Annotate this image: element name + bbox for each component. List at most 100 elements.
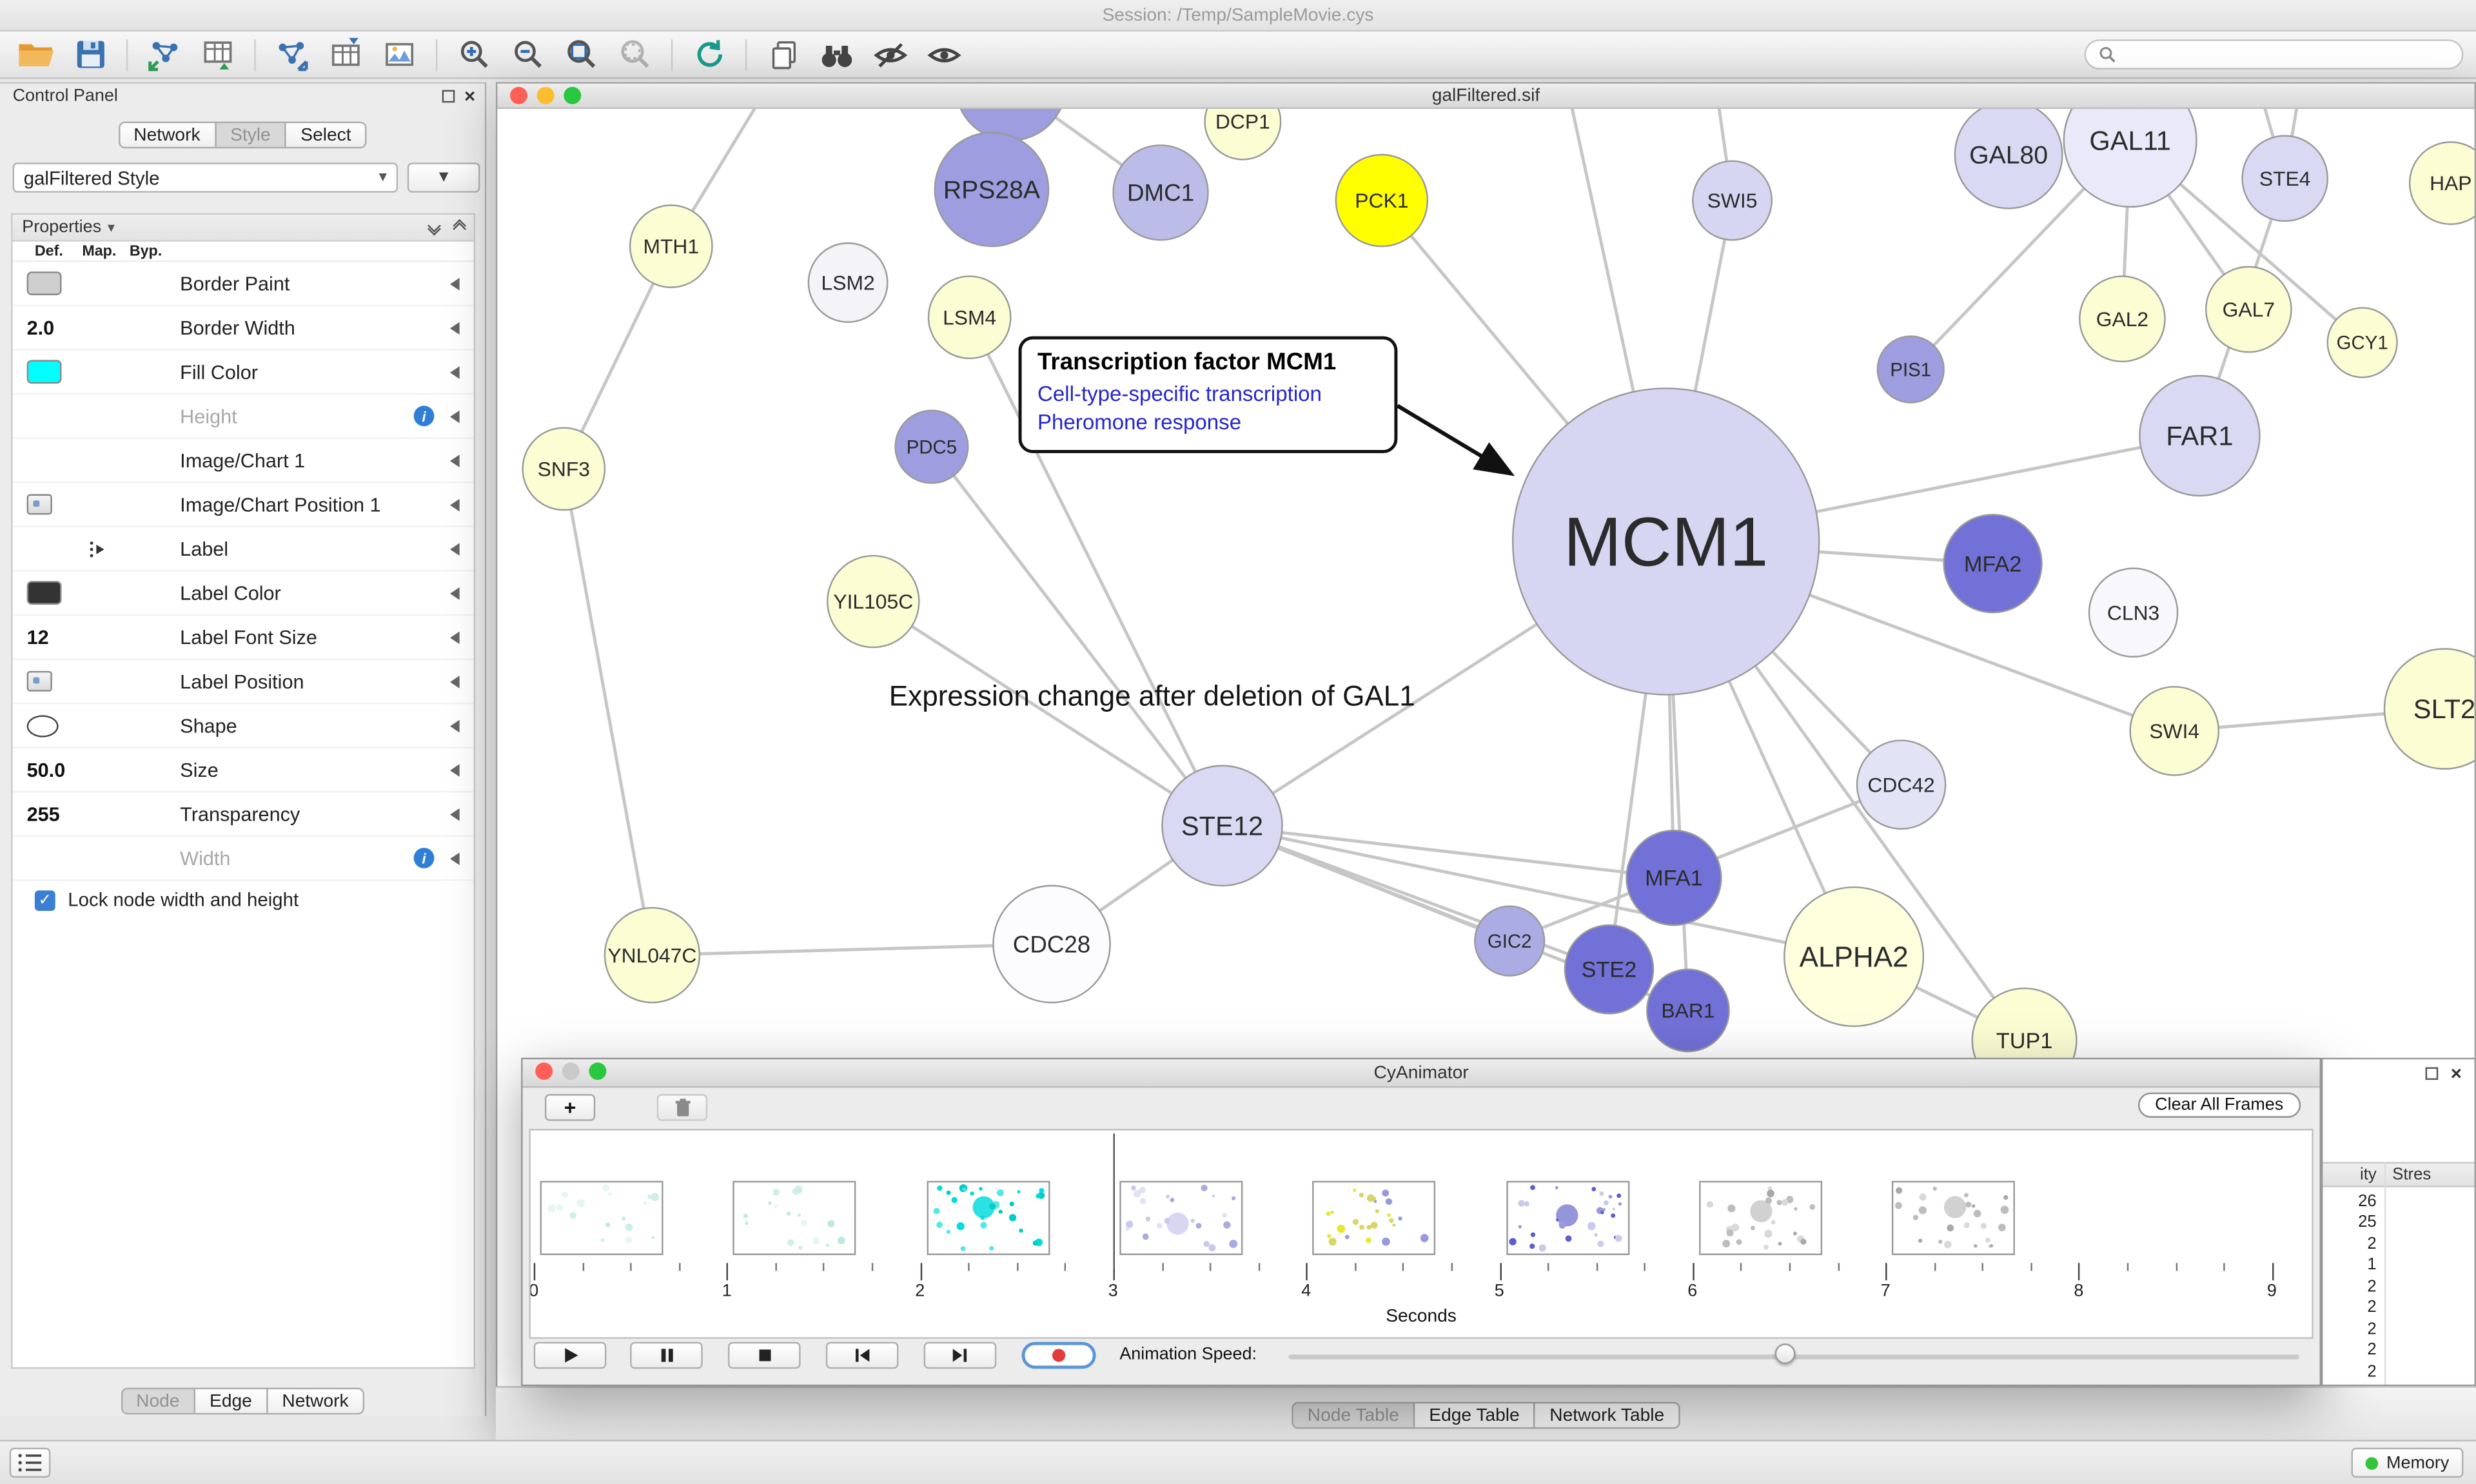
expand-chevron-border-paint[interactable] <box>449 277 460 290</box>
network-node-YNL047C[interactable]: YNL047C <box>604 906 701 1004</box>
expand-chevron-shape[interactable] <box>449 719 460 732</box>
save-session-button[interactable] <box>66 34 113 75</box>
default-swatch-border-paint[interactable] <box>26 271 62 295</box>
side-table-row[interactable]: 2 <box>2323 1361 2474 1382</box>
info-icon-width[interactable]: i <box>413 848 435 868</box>
open-session-button[interactable] <box>13 34 60 75</box>
network-node-GAL80[interactable]: GAL80 <box>1954 108 2063 210</box>
pause-button[interactable] <box>630 1342 703 1369</box>
network-node-RPS28A[interactable]: RPS28A <box>934 132 1050 248</box>
frame-2-thumbnail[interactable] <box>733 1180 857 1255</box>
table-tab-network-table[interactable]: Network Table <box>1533 1401 1680 1429</box>
property-row-image-chart-1[interactable]: Image/Chart 1 <box>12 439 474 483</box>
network-node-LSM2[interactable]: LSM2 <box>807 242 889 323</box>
expand-chevron-border-width[interactable] <box>449 321 460 334</box>
default-swatch-fill-color[interactable] <box>26 360 62 384</box>
zoom-in-button[interactable] <box>450 34 497 75</box>
zoom-selected-button[interactable] <box>611 34 658 75</box>
timeline-playhead[interactable] <box>1113 1133 1115 1269</box>
network-node-PDC5[interactable]: PDC5 <box>894 409 969 484</box>
expand-chevron-label-font-size[interactable] <box>449 630 460 643</box>
expand-all-icon[interactable] <box>453 219 467 236</box>
network-node-DCP1[interactable]: DCP1 <box>1204 108 1282 161</box>
zoom-fit-button[interactable] <box>557 34 604 75</box>
annotation-link-2[interactable]: Pheromone response <box>1037 410 1242 434</box>
side-table-row[interactable]: 2 <box>2323 1276 2474 1297</box>
side-table-row[interactable]: 25 <box>2323 1212 2474 1233</box>
side-table-row[interactable]: 2 <box>2323 1233 2474 1255</box>
export-image-button[interactable] <box>376 34 423 75</box>
style-options-button[interactable]: ▼ <box>407 162 480 193</box>
frame-1-thumbnail[interactable] <box>540 1180 663 1255</box>
expand-chevron-label-color[interactable] <box>449 586 460 600</box>
frame-5-thumbnail[interactable] <box>1312 1180 1436 1255</box>
network-node-GCY1[interactable]: GCY1 <box>2326 307 2398 378</box>
add-frame-button[interactable]: + <box>544 1094 596 1121</box>
side-table-row[interactable]: 1 <box>2323 1255 2474 1276</box>
mapping-icon-label[interactable] <box>89 543 104 554</box>
frame-3-thumbnail[interactable] <box>926 1180 1050 1255</box>
info-icon-height[interactable]: i <box>413 405 435 427</box>
network-node-PIS1[interactable]: PIS1 <box>1876 335 1945 404</box>
network-node-LSM4[interactable]: LSM4 <box>927 275 1012 360</box>
close-panel-icon[interactable]: × <box>2450 1062 2462 1085</box>
property-row-border-paint[interactable]: Border Paint <box>12 262 474 307</box>
side-table-row[interactable]: 2 <box>2323 1297 2474 1318</box>
frame-4-thumbnail[interactable] <box>1119 1180 1243 1255</box>
property-row-fill-color[interactable]: Fill Color <box>12 351 474 395</box>
network-node-MFA2[interactable]: MFA2 <box>1943 514 2043 614</box>
cp-tab-style[interactable]: Style <box>214 121 287 149</box>
cyanimator-titlebar[interactable]: CyAnimator <box>522 1059 2320 1088</box>
properties-header[interactable]: Properties ▾ <box>12 215 474 242</box>
table-tab-edge-table[interactable]: Edge Table <box>1413 1401 1536 1429</box>
speed-slider-thumb[interactable] <box>1774 1343 1796 1364</box>
float-window-icon[interactable] <box>2425 1067 2439 1080</box>
default-position-icon-image-chart-position-1[interactable] <box>26 494 52 515</box>
hide-selected-button[interactable] <box>867 34 914 75</box>
network-node-SWI4[interactable]: SWI4 <box>2129 686 2220 776</box>
network-node-PCK1[interactable]: PCK1 <box>1335 153 1429 248</box>
expand-chevron-fill-color[interactable] <box>449 365 460 378</box>
expand-chevron-image-chart-position-1[interactable] <box>449 498 460 511</box>
network-node-GAL11[interactable]: GAL11 <box>2063 108 2197 208</box>
float-window-icon[interactable] <box>442 90 455 103</box>
clear-all-frames-button[interactable]: Clear All Frames <box>2137 1092 2301 1118</box>
memory-button[interactable]: Memory <box>2352 1447 2464 1478</box>
default-swatch-label-color[interactable] <box>26 581 62 605</box>
network-node-MCM1[interactable]: MCM1 <box>1511 387 1820 696</box>
property-row-shape[interactable]: Shape <box>12 704 474 748</box>
annotation-box[interactable]: Transcription factor MCM1 Cell-type-spec… <box>1018 336 1398 453</box>
cp-tab-network[interactable]: Network <box>117 121 217 149</box>
network-node-DMC1[interactable]: DMC1 <box>1112 144 1209 241</box>
search-input[interactable] <box>2123 43 2450 66</box>
previous-frame-button[interactable] <box>825 1342 899 1369</box>
property-row-label-position[interactable]: Label Position <box>12 660 474 705</box>
show-all-button[interactable] <box>921 34 968 75</box>
expand-chevron-size[interactable] <box>449 763 460 776</box>
network-node-STE12[interactable]: STE12 <box>1161 765 1283 887</box>
lock-checkbox[interactable]: ✓ <box>34 890 55 910</box>
network-window-titlebar[interactable]: galFiltered.sif <box>497 83 2475 109</box>
side-table-row[interactable]: 2 <box>2323 1340 2474 1361</box>
close-traffic-light[interactable] <box>510 86 527 104</box>
network-node-HAP[interactable]: HAP <box>2408 141 2475 225</box>
network-node-MFA1[interactable]: MFA1 <box>1626 829 1722 926</box>
frame-7-thumbnail[interactable] <box>1698 1180 1822 1255</box>
zoom-out-button[interactable] <box>504 34 551 75</box>
import-network-button[interactable] <box>141 34 188 75</box>
search-box[interactable] <box>2084 39 2464 70</box>
network-node-GIC2[interactable]: GIC2 <box>1474 905 1546 977</box>
frame-8-thumbnail[interactable] <box>1892 1180 2016 1255</box>
minimize-traffic-light[interactable] <box>536 86 555 104</box>
task-history-button[interactable] <box>9 1447 51 1478</box>
style-selector[interactable]: galFiltered Style ▾ <box>12 162 398 193</box>
cp-panel-tab-network[interactable]: Network <box>266 1387 365 1415</box>
network-node-CLN3[interactable]: CLN3 <box>2088 567 2179 658</box>
expand-chevron-transparency[interactable] <box>449 807 460 821</box>
lock-dimensions-row[interactable]: ✓ Lock node width and height <box>13 881 474 919</box>
cp-tab-select[interactable]: Select <box>284 121 368 149</box>
side-table-row[interactable]: 26 <box>2323 1191 2474 1212</box>
